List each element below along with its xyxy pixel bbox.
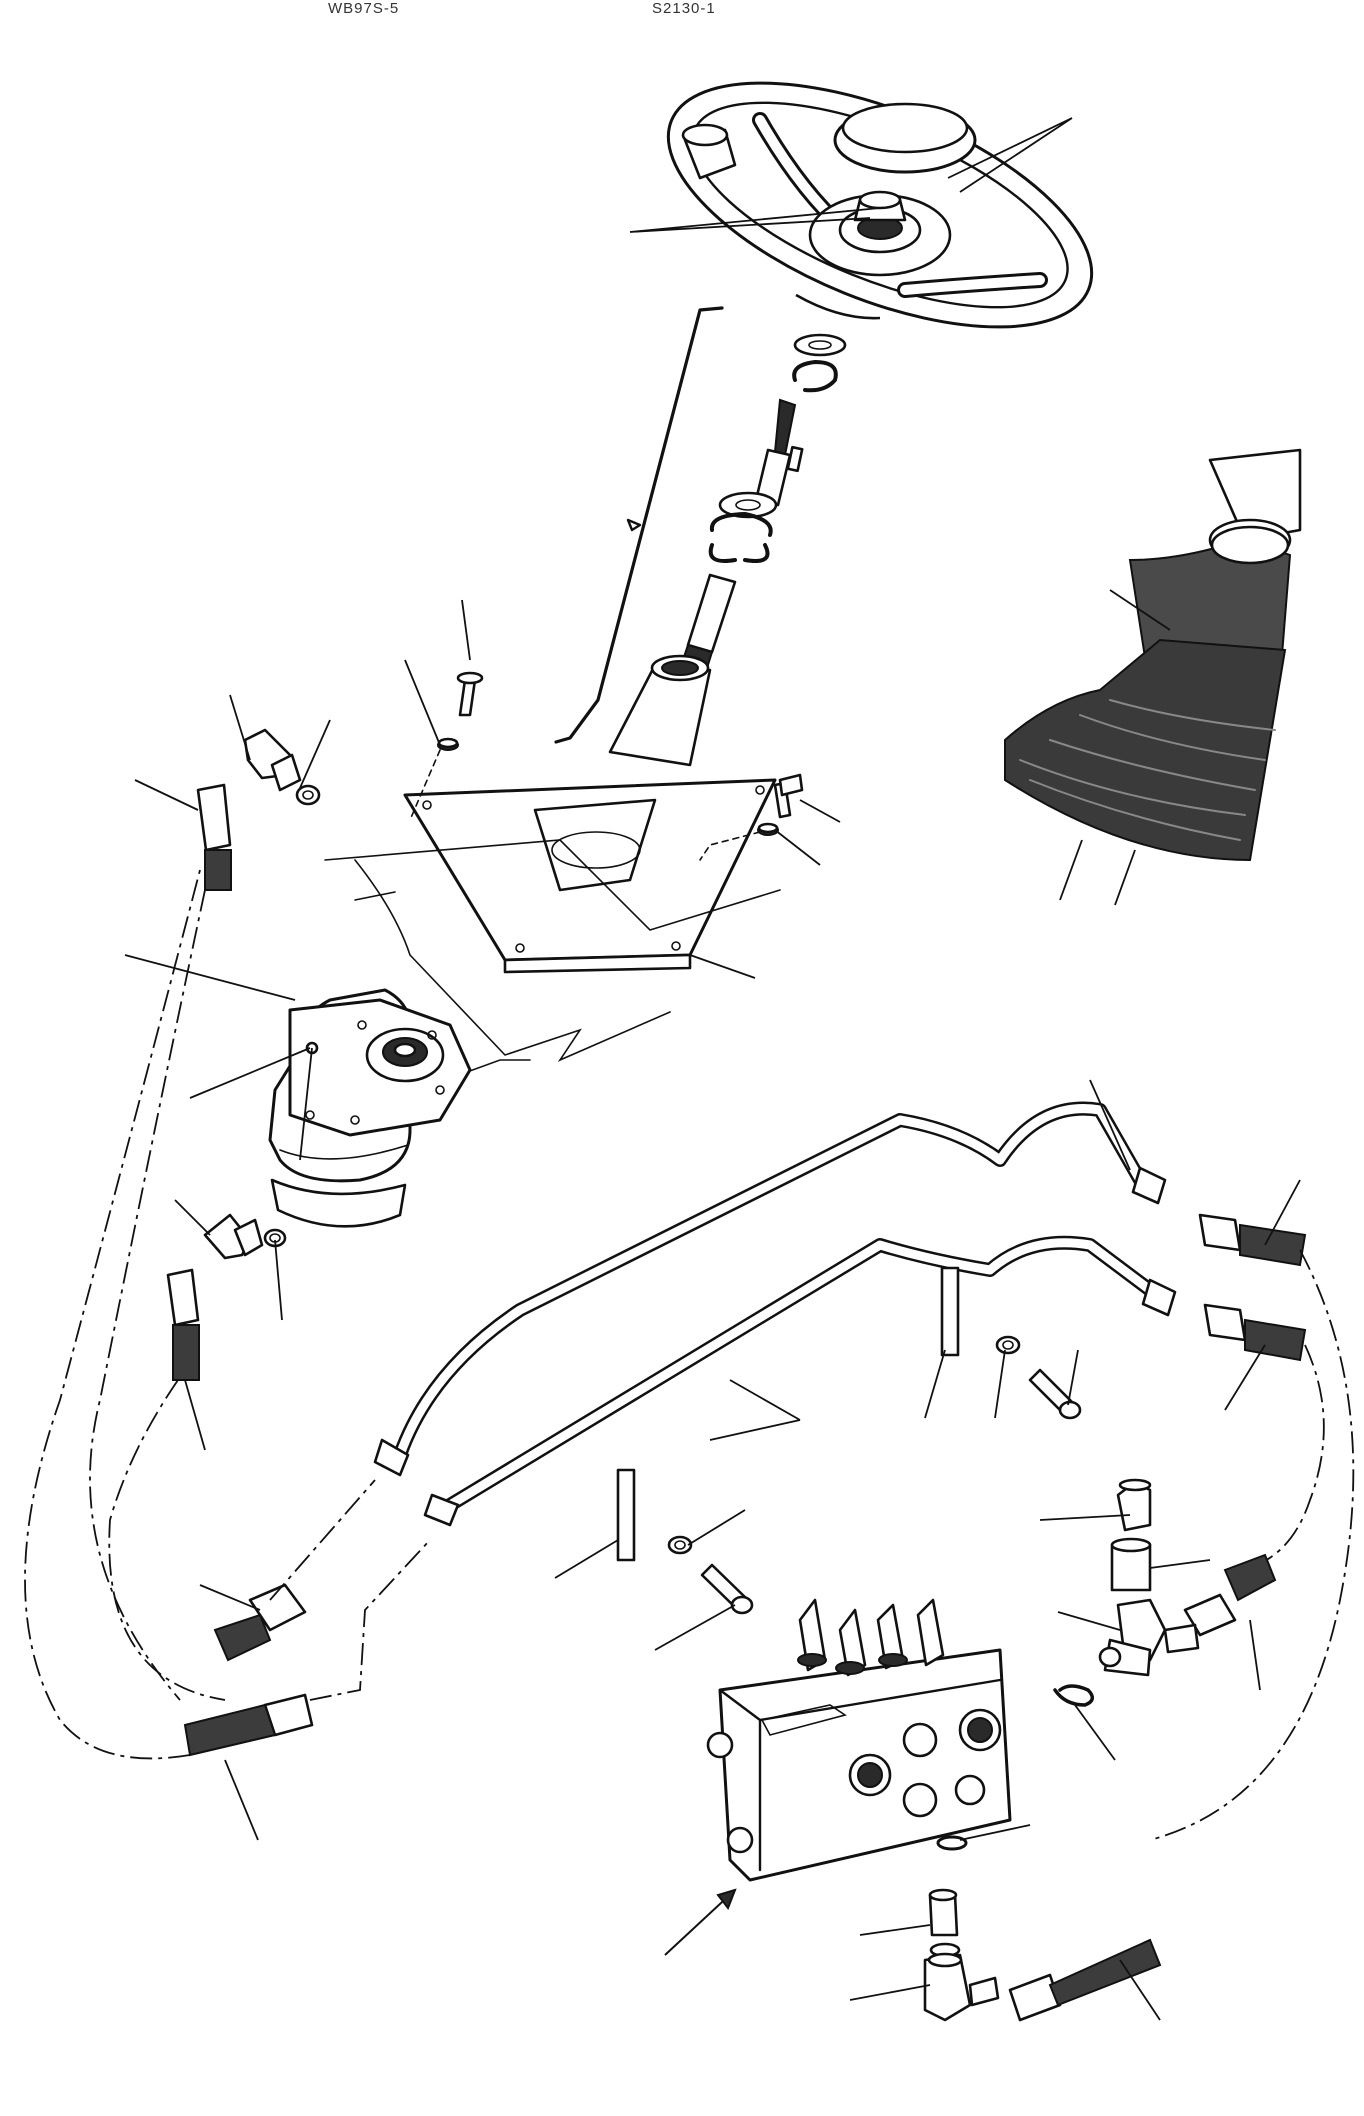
right-adapter-stack	[1098, 1478, 1200, 1677]
hose-end-bottom-right	[1008, 1938, 1162, 2022]
mounting-plate	[403, 778, 777, 974]
tube-clamp-left	[616, 1468, 754, 1615]
valve-arrow	[664, 1888, 737, 1956]
spinner-knob	[681, 123, 737, 180]
hose-lower-left	[108, 1268, 226, 1701]
elbow-fitting-lower	[203, 1213, 287, 1260]
column-bracket	[554, 306, 724, 744]
snap-ring	[792, 360, 838, 393]
hose-end-right-middle	[1183, 1553, 1277, 1637]
control-valve	[706, 1598, 1012, 1882]
tube-clamp-right	[940, 1266, 1082, 1420]
hose-lower-right	[1203, 1303, 1325, 1571]
steering-wheel	[666, 81, 1094, 329]
valve-elbow	[923, 1952, 1000, 2022]
steel-tube-lower	[423, 1235, 1177, 1527]
header-code-left: WB97S-5	[328, 0, 400, 17]
hose-end-lower-left	[213, 1479, 376, 1662]
elbow-fitting-upper	[243, 728, 321, 806]
leader-lines	[124, 117, 1301, 2021]
plate-bolt-left	[409, 671, 484, 821]
hose-end-bottom-left	[24, 869, 431, 1760]
header-code-right: S2130-1	[652, 0, 716, 17]
right-oring	[1053, 1684, 1095, 1707]
steel-tube-upper	[373, 1101, 1167, 1477]
shift-boot	[1004, 448, 1302, 862]
valve-oring	[936, 1835, 968, 1851]
column-shaft	[608, 398, 804, 767]
plate-bolt-right	[699, 773, 804, 861]
steering-unit	[268, 988, 472, 1228]
horn-button	[833, 102, 977, 174]
hose-upper-right	[1149, 1213, 1355, 1841]
cab-floor-outline	[324, 839, 781, 1101]
valve-adapter	[928, 1888, 961, 1958]
column-washer	[793, 333, 847, 357]
